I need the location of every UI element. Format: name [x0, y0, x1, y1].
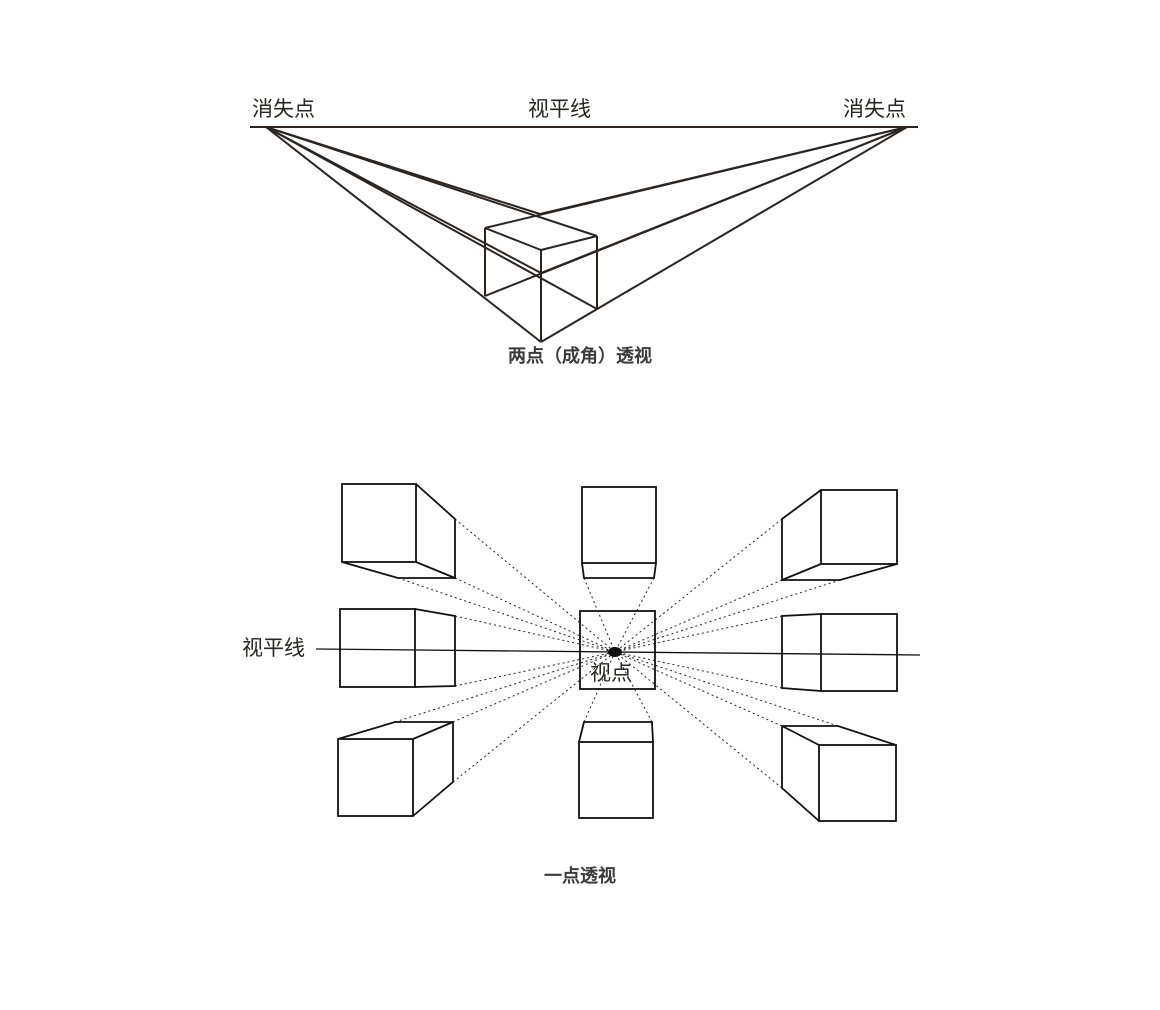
cube-middle-left [339, 608, 456, 688]
one-point-horizon-label: 视平线 [242, 636, 305, 660]
one-point-caption: 一点透视 [544, 865, 616, 887]
center-square [579, 610, 656, 690]
vanishing-point-right-label: 消失点 [843, 97, 906, 121]
vanishing-point-left-label: 消失点 [252, 97, 315, 121]
two-point-box [484, 227, 598, 342]
cube-top-right [781, 489, 898, 582]
viewpoint-label: 视点 [590, 661, 632, 685]
cube-middle-right [781, 613, 898, 692]
cube-bottom-left [337, 721, 454, 817]
viewpoint-dot [608, 647, 622, 657]
cube-top-center [581, 486, 657, 579]
cube-top-left [341, 483, 456, 580]
convergence-lines [394, 518, 841, 789]
cube-bottom-center [578, 721, 654, 819]
left-vanishing-lines [265, 126, 598, 343]
one-point-perspective: 视平线 [242, 483, 921, 887]
right-vanishing-lines [484, 126, 908, 343]
two-point-perspective: 消失点 视平线 消失点 两点（成角）透视 [250, 97, 918, 367]
cube-bottom-right [781, 725, 897, 822]
horizon-line-label: 视平线 [528, 97, 591, 121]
two-point-caption: 两点（成角）透视 [508, 345, 652, 367]
